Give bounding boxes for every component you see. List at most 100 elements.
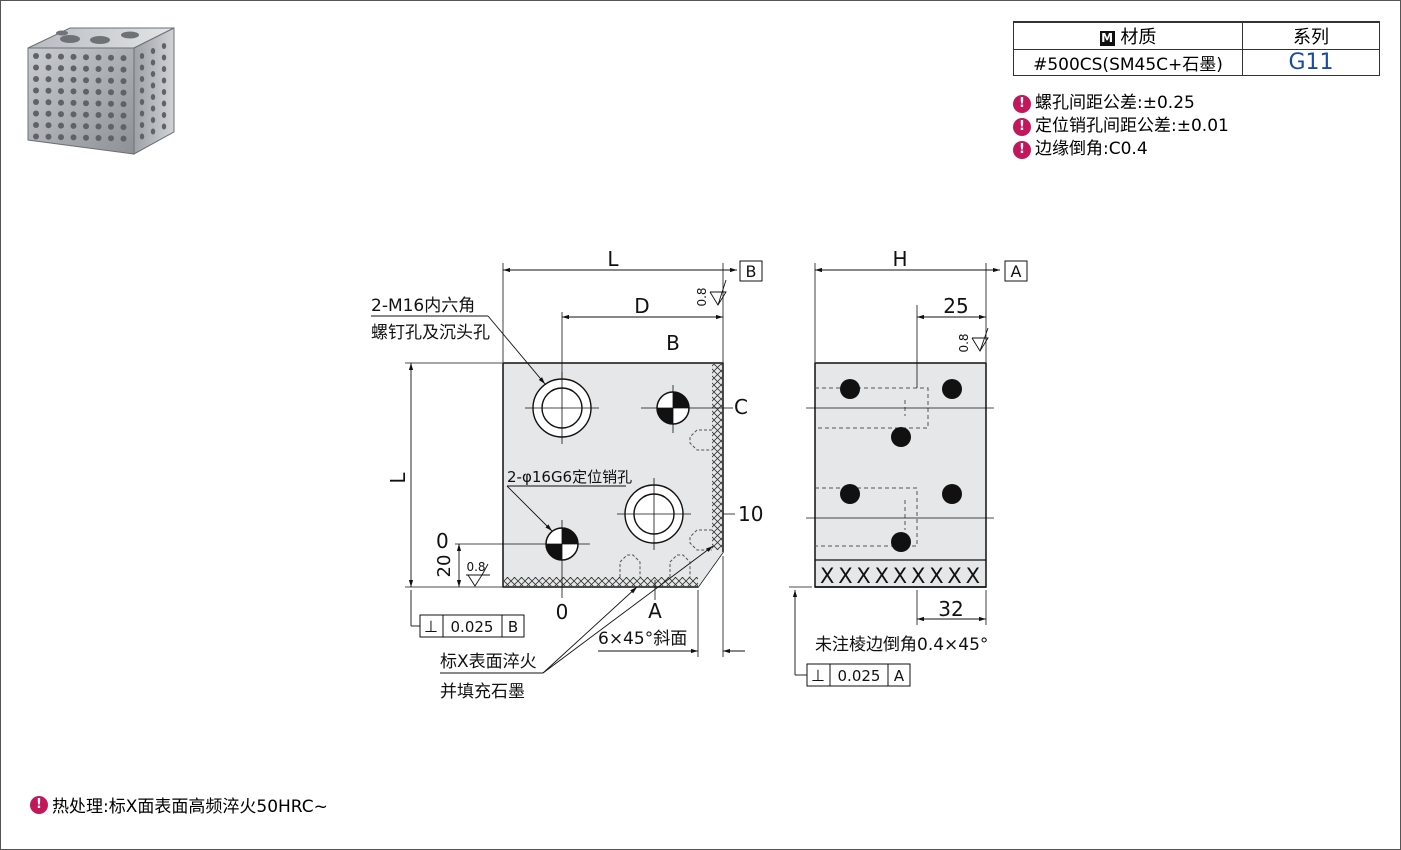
photo-dot — [161, 89, 167, 95]
photo-dot — [161, 123, 167, 130]
x-band-bottom — [504, 577, 699, 586]
label-0-left: 0 — [436, 529, 449, 553]
photo-dot — [33, 64, 39, 71]
side-pin-5 — [942, 484, 962, 504]
photo-dot — [33, 87, 39, 94]
photo-dot — [150, 94, 156, 100]
photo-dot — [33, 110, 39, 117]
dim-L-left: L — [386, 472, 410, 484]
series-value: G11 — [1242, 49, 1380, 76]
photo-dot — [139, 133, 145, 140]
photo-dot — [139, 110, 145, 117]
warning-icon: ! — [1013, 117, 1031, 136]
photo-dot — [33, 53, 39, 59]
technical-drawing: L D L B B C 10 0 20 0 A 0.8 0.8 2-M16内六角… — [371, 247, 1028, 702]
datum-B-box — [739, 260, 763, 282]
photo-dot — [108, 100, 114, 107]
note-pin-tolerance: !定位销孔间距公差:±0.01 — [1013, 115, 1229, 138]
photo-dot — [83, 88, 89, 95]
product-photo — [27, 27, 175, 155]
photo-dot — [161, 112, 167, 118]
photo-dot — [95, 77, 102, 84]
photo-dot — [150, 48, 156, 54]
photo-dot — [95, 135, 102, 141]
datum-A: A — [1011, 262, 1022, 281]
photo-dot — [161, 66, 167, 72]
x-note-leader-1 — [542, 586, 638, 674]
dashed-hole-right-2 — [689, 529, 712, 551]
roughness-symbol-top — [709, 279, 727, 306]
side-pin-2 — [942, 379, 962, 399]
chamfer-note: 未注棱边倒角0.4×45° — [815, 635, 988, 655]
pin-hole-origin — [455, 520, 590, 598]
side-pin-1 — [840, 379, 860, 399]
material-badge-icon: M — [1099, 30, 1115, 46]
photo-dot — [83, 54, 89, 61]
photo-dot — [108, 123, 114, 130]
photo-dot — [58, 88, 64, 95]
photo-dot — [45, 76, 52, 83]
photo-dot — [108, 54, 114, 61]
photo-dot — [45, 87, 52, 94]
x-note-line2: 并填充石墨 — [440, 682, 525, 702]
photo-dot — [45, 122, 52, 129]
photo-dot — [95, 66, 102, 72]
photo-dot — [150, 105, 156, 112]
side-view: XXXXXXXXX H A 25 32 — [789, 247, 1028, 687]
photo-dot — [45, 53, 52, 60]
dashed-bore-lower — [815, 487, 918, 547]
photo-dot — [70, 99, 77, 106]
warning-icon: ! — [30, 795, 48, 814]
series-header: 系列 — [1242, 21, 1380, 50]
photo-dot — [108, 112, 114, 119]
photo-dot — [120, 112, 127, 119]
photo-dot — [161, 54, 167, 61]
photo-dot — [139, 87, 145, 94]
photo-dot — [83, 65, 89, 72]
side-pin-3 — [891, 427, 911, 447]
hole-B-label: B — [666, 331, 680, 355]
tolerance-notes: !螺孔间距公差:±0.25 !定位销孔间距公差:±0.01 !边缘倒角:C0.4 — [1013, 92, 1229, 161]
pin-leader-arrow — [506, 485, 553, 532]
photo-dot — [70, 122, 77, 129]
photo-dot — [83, 134, 89, 141]
perp-value-A: 0.025 — [838, 667, 881, 685]
photo-dot — [83, 111, 89, 118]
note-screw-tolerance: !螺孔间距公差:±0.25 — [1013, 92, 1229, 115]
perp-symbol-A: ⊥ — [811, 666, 825, 685]
photo-dot — [58, 134, 64, 141]
dashed-hole-right-1 — [689, 429, 712, 451]
pin-hole-B — [641, 385, 723, 433]
datum-A-box — [1004, 260, 1028, 282]
roughness-bottom-value: 0.8 — [466, 560, 485, 574]
bevel-label: 6×45°斜面 — [598, 629, 687, 649]
photo-dot — [120, 135, 127, 142]
label-10: 10 — [738, 502, 763, 526]
photo-dot — [120, 101, 127, 108]
photo-dot — [33, 133, 39, 140]
x-note-line1: 标X表面淬火 — [440, 652, 537, 672]
bevel-corner — [698, 552, 723, 587]
photo-dot — [95, 112, 102, 118]
photo-dot — [58, 53, 64, 60]
photo-dot — [58, 122, 64, 129]
side-pin-6 — [891, 532, 911, 552]
photo-dot — [45, 99, 52, 106]
photo-dot — [70, 65, 77, 72]
screw-leader-arrow — [487, 315, 546, 385]
photo-dot — [58, 111, 64, 118]
x-marks: XXXXXXXXX — [820, 564, 980, 588]
photo-dot — [139, 76, 145, 82]
photo-dot — [161, 43, 167, 49]
photo-dot — [108, 89, 114, 96]
photo-dot — [45, 64, 52, 71]
dashed-hole-bottom-1 — [619, 554, 641, 577]
photo-dot — [83, 77, 89, 84]
photo-dot — [33, 99, 39, 105]
heat-treatment-note: ! 热处理:标X面表面高频淬火50HRC~ — [30, 792, 328, 817]
dashed-hole-bottom-2 — [669, 554, 691, 577]
x-note-leader-2 — [542, 545, 714, 674]
perp-value-B: 0.025 — [451, 618, 494, 636]
photo-dot — [33, 76, 39, 82]
dim-32: 32 — [938, 597, 963, 621]
